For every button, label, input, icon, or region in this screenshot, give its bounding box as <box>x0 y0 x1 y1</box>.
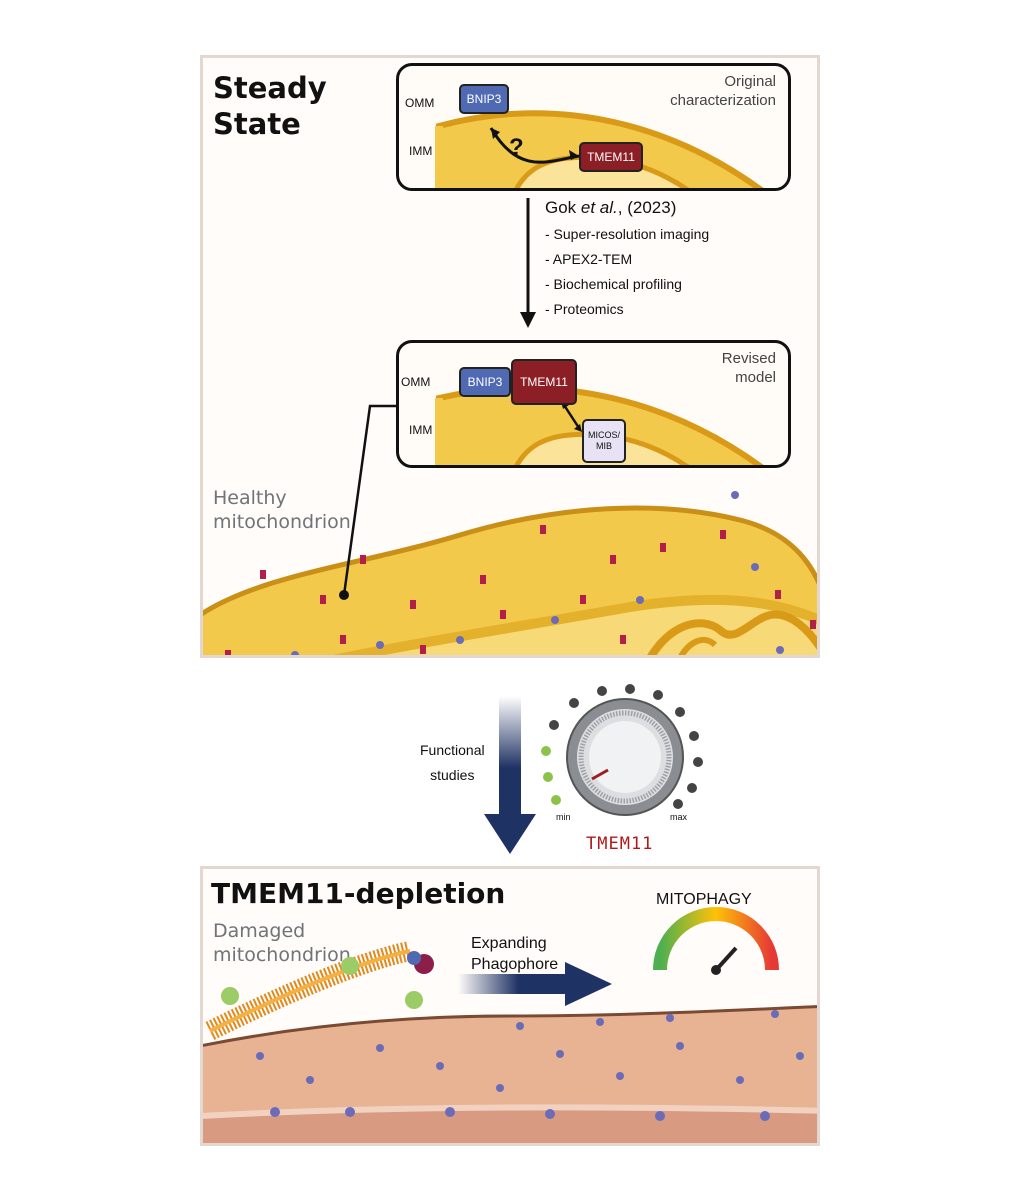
ref-etal: et al. <box>580 198 618 217</box>
damaged-line-1: Damaged <box>213 920 306 942</box>
original-characterization-inset: OMM IMM BNIP3 TMEM11 ? Original characte… <box>396 63 791 191</box>
method-item: - Biochemical profiling <box>545 276 682 292</box>
tmem11-protein: TMEM11 <box>511 359 577 405</box>
steady-state-panel: Steady State OMM IMM BNIP3 TMEM11 ? Orig… <box>200 55 820 658</box>
label-line-1: Functional <box>420 742 485 758</box>
healthy-line-1: Healthy <box>213 487 287 509</box>
down-arrow-methods <box>520 198 536 328</box>
knob-dots <box>541 684 703 809</box>
question-mark: ? <box>509 134 524 161</box>
imm-label: IMM <box>409 144 433 158</box>
omm-label: OMM <box>405 96 435 110</box>
healthy-mitochondrion <box>203 404 817 655</box>
phagophore-line-2: Phagophore <box>471 956 559 973</box>
damaged-mitochondrion-label: Damaged mitochondrion <box>213 919 351 967</box>
micos-line-2: MIB <box>595 441 612 451</box>
revised-model-inset: OMM IMM BNIP3 TMEM11 MICOS/ MIB Revised … <box>396 340 791 468</box>
tmem11-protein: TMEM11 <box>579 142 643 172</box>
original-caption: Original characterization <box>670 72 776 110</box>
damaged-mitochondrion-scene <box>203 907 817 1143</box>
phagophore-line-1: Expanding <box>471 935 547 952</box>
label-line-2: studies <box>430 767 475 783</box>
bnip3-protein: BNIP3 <box>459 367 511 397</box>
functional-studies-label: Functional studies <box>420 738 485 788</box>
method-item: - APEX2-TEM <box>545 251 633 267</box>
reference: Gok et al., (2023) <box>545 198 709 218</box>
micos-mib-complex: MICOS/ MIB <box>582 419 626 463</box>
revised-caption: Revised model <box>722 349 776 387</box>
ref-author: Gok <box>545 198 581 217</box>
tmem11-level-knob <box>541 684 703 816</box>
omm-label: OMM <box>401 375 431 389</box>
caption-line-1: Original <box>724 73 776 90</box>
knob-min-label: min <box>556 812 571 822</box>
damaged-line-2: mitochondrion <box>213 944 351 966</box>
healthy-mitochondrion-label: Healthy mitochondrion <box>213 486 351 534</box>
caption-line-2: characterization <box>670 92 776 109</box>
tmem11-depletion-panel: TMEM11-depletion Damaged mitochondrion E… <box>200 866 820 1146</box>
caption-line-1: Revised <box>721 350 776 367</box>
mitophagy-label: MITOPHAGY <box>656 891 752 908</box>
title-line-2: State <box>213 107 301 141</box>
method-item: - Super-resolution imaging <box>545 226 710 242</box>
steady-state-title: Steady State <box>213 70 327 142</box>
title-line-1: Steady <box>213 71 327 105</box>
knob-tmem11-label: TMEM11 <box>586 834 654 854</box>
methods-list: Gok et al., (2023) - Super-resolution im… <box>545 198 709 322</box>
bnip3-protein: BNIP3 <box>459 84 509 114</box>
expanding-phagophore-label: Expanding Phagophore <box>471 933 558 975</box>
imm-label: IMM <box>409 423 433 437</box>
caption-line-2: model <box>735 369 776 386</box>
knob-max-label: max <box>670 812 688 822</box>
micos-line-1: MICOS/ <box>587 430 620 440</box>
depletion-title: TMEM11-depletion <box>211 877 506 910</box>
healthy-line-2: mitochondrion <box>213 511 351 533</box>
method-item: - Proteomics <box>545 301 624 317</box>
ref-year: , (2023) <box>617 198 677 217</box>
functional-studies-arrow <box>484 696 536 854</box>
